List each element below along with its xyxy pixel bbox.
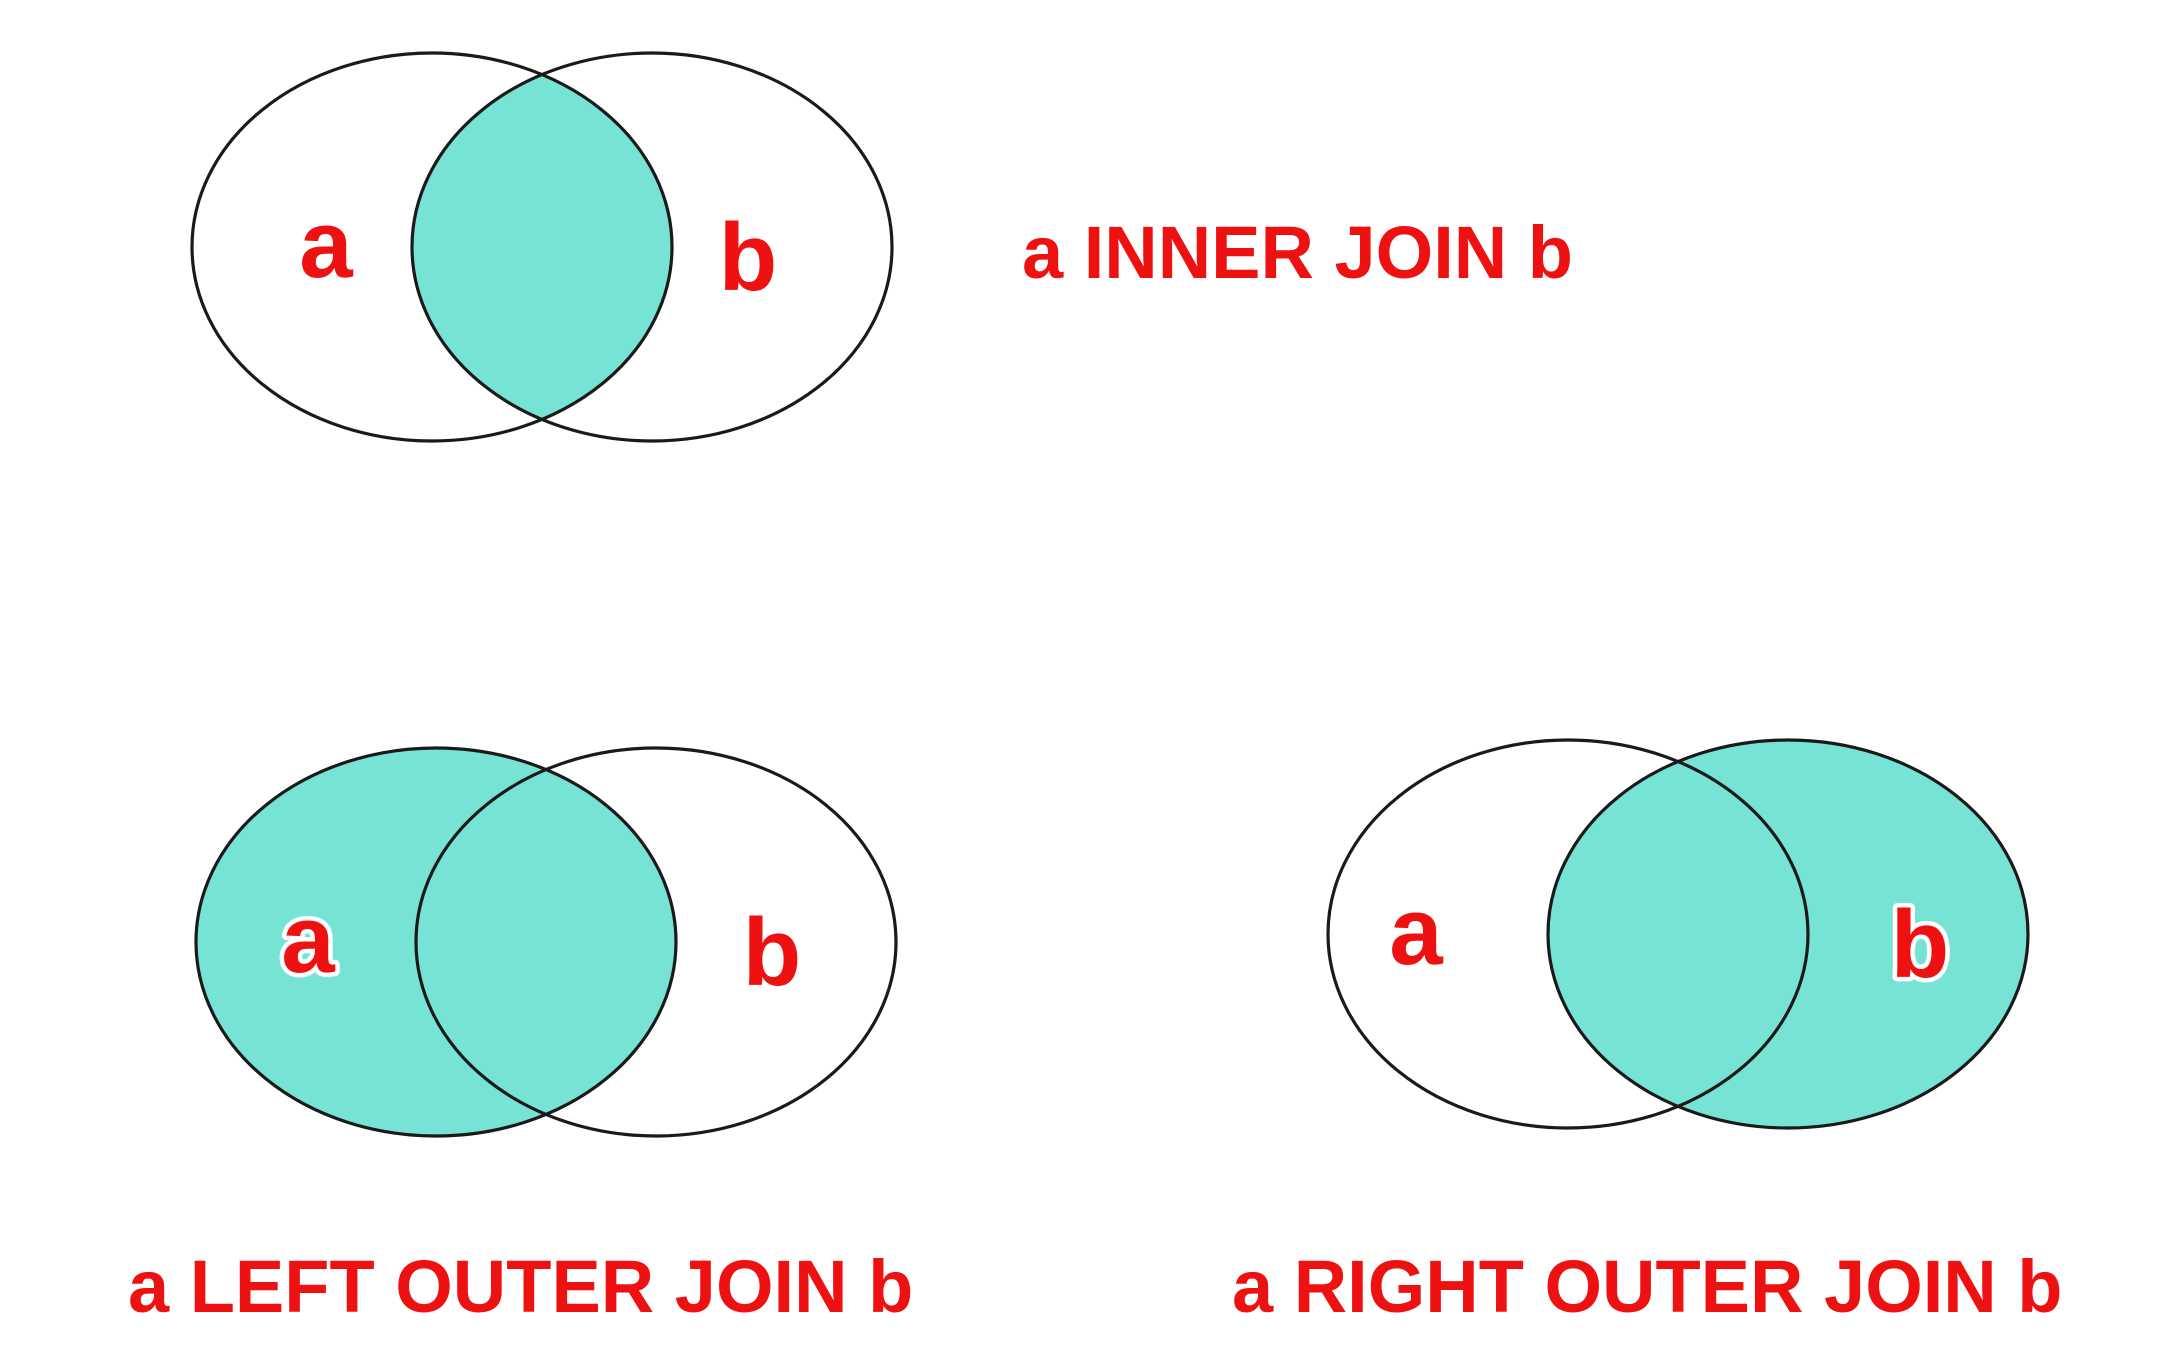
set-a-label: a [299,191,353,298]
caption-inner-join: a INNER JOIN b [1022,211,1573,294]
set-a-outline [190,51,674,443]
set-b-outline [414,746,898,1138]
diagram-right-outer-join: a b a RIGHT OUTER JOIN b [1232,738,2063,1328]
region-intersection [1548,740,1808,1128]
set-a-outline [1326,738,1810,1130]
set-b-label: b [719,204,778,311]
diagram-inner-join: a b a INNER JOIN b [190,51,1573,443]
caption-left-outer-join: a LEFT OUTER JOIN b [128,1245,913,1328]
region-intersection [416,748,676,1136]
diagram-left-outer-join: a b a LEFT OUTER JOIN b [128,746,913,1328]
set-b-label: b [743,899,802,1006]
caption-right-outer-join: a RIGHT OUTER JOIN b [1232,1245,2063,1328]
region-intersection [412,53,672,441]
set-b-outline [410,51,894,443]
set-b-label: b [1891,891,1950,998]
set-a-label: a [281,886,335,993]
set-b-outline [1546,738,2030,1130]
set-a-outline [194,746,678,1138]
set-a-label: a [1389,878,1443,985]
